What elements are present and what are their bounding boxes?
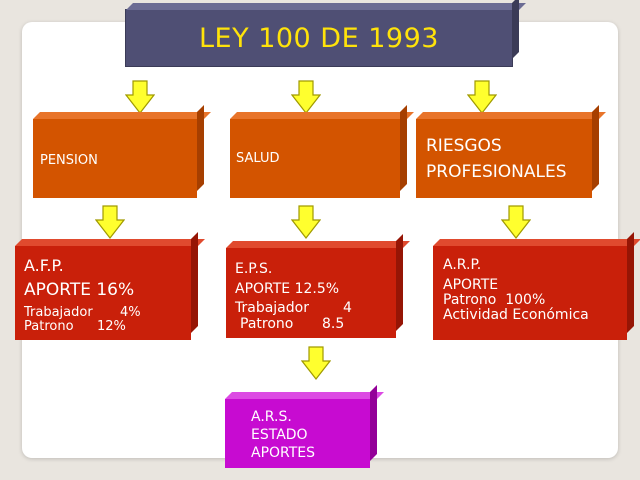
riesgos-label-line2: PROFESIONALES — [426, 162, 567, 182]
arp-patrono: Patrono 100% — [443, 292, 546, 308]
arrow-down-icon — [95, 205, 125, 239]
eps-name: E.P.S. — [235, 261, 273, 277]
eps-box: E.P.S. APORTE 12.5% Trabajador 4 Patrono… — [226, 234, 410, 338]
box-side — [400, 105, 407, 191]
salud-box: SALUD — [230, 105, 414, 198]
arrow-down-icon — [501, 205, 531, 239]
arp-aporte: APORTE — [443, 277, 499, 293]
pension-label: PENSION — [40, 153, 98, 168]
box-top — [416, 112, 606, 119]
eps-trabajador-label: Trabajador — [235, 300, 309, 316]
afp-patrono-label: Patrono — [24, 319, 74, 334]
afp-trabajador-value: 4% — [120, 305, 141, 320]
box-top — [230, 112, 414, 119]
box-side — [592, 105, 599, 191]
afp-trabajador-label: Trabajador — [24, 305, 93, 320]
ars-line1: ESTADO — [251, 427, 308, 443]
riesgos-box: RIESGOS PROFESIONALES — [416, 105, 606, 198]
arp-actividad: Actividad Económica — [443, 307, 589, 323]
afp-aporte: APORTE 16% — [24, 280, 135, 300]
ars-line2: APORTES — [251, 445, 316, 461]
box-side — [627, 232, 634, 333]
riesgos-label-line1: RIESGOS — [426, 136, 502, 156]
ars-name: A.R.S. — [251, 409, 292, 425]
arp-name: A.R.P. — [443, 257, 482, 273]
arrow-down-icon — [291, 80, 321, 114]
box-top — [433, 239, 640, 246]
afp-name: A.F.P. — [24, 256, 64, 275]
pension-box: PENSION — [33, 105, 211, 198]
box-top — [15, 239, 205, 246]
box-top — [225, 392, 384, 399]
eps-patrono-label: Patrono — [240, 316, 294, 332]
box-side — [370, 385, 377, 461]
eps-trabajador-value: 4 — [343, 300, 352, 316]
arrow-down-icon — [125, 80, 155, 114]
afp-box: A.F.P. APORTE 16% Trabajador 4% Patrono … — [15, 232, 205, 340]
eps-aporte: APORTE 12.5% — [235, 281, 340, 297]
arrow-down-icon — [467, 80, 497, 114]
box-top — [226, 241, 410, 248]
eps-patrono-value: 8.5 — [322, 316, 345, 332]
arrow-down-icon — [301, 346, 331, 380]
salud-label: SALUD — [236, 151, 280, 166]
box-side — [197, 105, 204, 191]
title-box-side — [512, 0, 519, 59]
title-box-top — [126, 3, 526, 10]
box-side — [396, 234, 403, 331]
arrow-down-icon — [291, 205, 321, 239]
box-side — [191, 232, 198, 333]
box-top — [33, 112, 211, 119]
title-box: LEY 100 DE 1993 — [125, 0, 526, 67]
afp-patrono-value: 12% — [97, 319, 126, 334]
ars-box: A.R.S. ESTADO APORTES — [225, 385, 384, 468]
arp-box: A.R.P. APORTE Patrono 100% Actividad Eco… — [433, 232, 640, 340]
diagram-title: LEY 100 DE 1993 — [199, 22, 439, 54]
